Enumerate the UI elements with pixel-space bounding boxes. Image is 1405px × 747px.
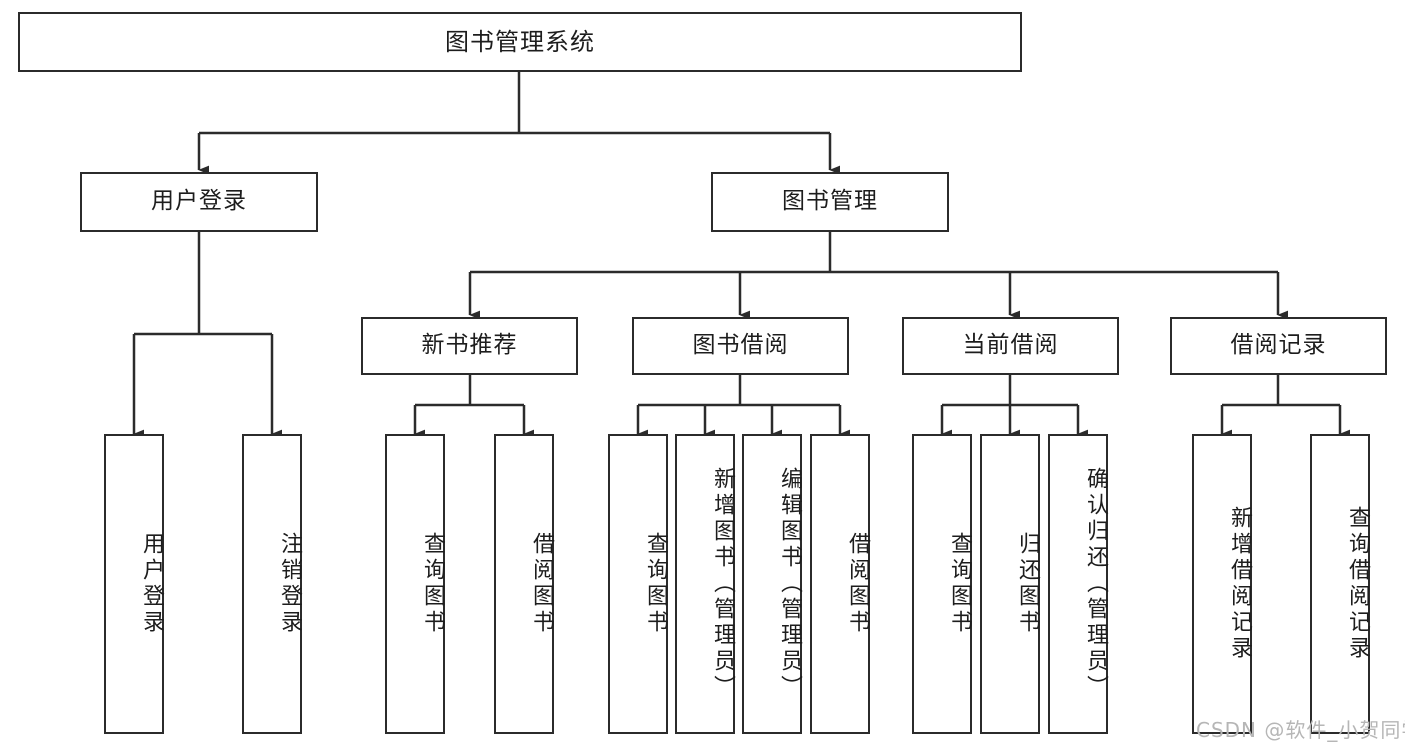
- leaf-book-borrow-borrow[interactable]: 借阅图书: [810, 434, 870, 734]
- node-label: 查询图书: [643, 532, 668, 636]
- node-label: 确认归还（管理员）: [1083, 467, 1108, 701]
- node-label: 注销登录: [277, 532, 302, 636]
- leaf-current-borrow-query[interactable]: 查询图书: [912, 434, 972, 734]
- node-label: 新增图书（管理员）: [710, 467, 735, 701]
- node-label: 新书推荐: [421, 332, 518, 359]
- leaf-borrow-record-query[interactable]: 查询借阅记录: [1310, 434, 1370, 734]
- node-label: 借阅图书: [845, 532, 870, 636]
- leaf-current-borrow-confirm-return[interactable]: 确认归还（管理员）: [1048, 434, 1108, 734]
- watermark-label: CSDN @软件_小贺同学: [1196, 718, 1405, 742]
- node-current-borrow[interactable]: 当前借阅: [902, 317, 1119, 375]
- node-label: 当前借阅: [962, 332, 1059, 359]
- node-label: 查询图书: [420, 532, 445, 636]
- leaf-new-book-query[interactable]: 查询图书: [385, 434, 445, 734]
- node-label: 用户登录: [139, 532, 164, 636]
- leaf-book-borrow-add[interactable]: 新增图书（管理员）: [675, 434, 735, 734]
- node-label: 查询图书: [947, 532, 972, 636]
- node-user-login[interactable]: 用户登录: [80, 172, 318, 232]
- node-label: 图书管理: [782, 188, 878, 215]
- node-label: 编辑图书（管理员）: [777, 467, 802, 701]
- leaf-new-book-borrow[interactable]: 借阅图书: [494, 434, 554, 734]
- node-book-borrow[interactable]: 图书借阅: [632, 317, 849, 375]
- leaf-book-borrow-query[interactable]: 查询图书: [608, 434, 668, 734]
- leaf-user-login-logout[interactable]: 注销登录: [242, 434, 302, 734]
- node-label: 借阅记录: [1230, 332, 1327, 359]
- node-label: 图书借阅: [692, 332, 789, 359]
- node-label: 借阅图书: [529, 532, 554, 636]
- leaf-current-borrow-return[interactable]: 归还图书: [980, 434, 1040, 734]
- node-label: 图书管理系统: [445, 27, 595, 56]
- leaf-user-login-login[interactable]: 用户登录: [104, 434, 164, 734]
- node-new-book-recommend[interactable]: 新书推荐: [361, 317, 578, 375]
- node-borrow-record[interactable]: 借阅记录: [1170, 317, 1387, 375]
- node-label: 查询借阅记录: [1345, 506, 1370, 662]
- node-book-management[interactable]: 图书管理: [711, 172, 949, 232]
- node-label: 用户登录: [151, 188, 247, 215]
- node-label: 新增借阅记录: [1227, 506, 1252, 662]
- node-root-system[interactable]: 图书管理系统: [18, 12, 1022, 72]
- node-label: 归还图书: [1015, 532, 1040, 636]
- leaf-book-borrow-edit[interactable]: 编辑图书（管理员）: [742, 434, 802, 734]
- leaf-borrow-record-add[interactable]: 新增借阅记录: [1192, 434, 1252, 734]
